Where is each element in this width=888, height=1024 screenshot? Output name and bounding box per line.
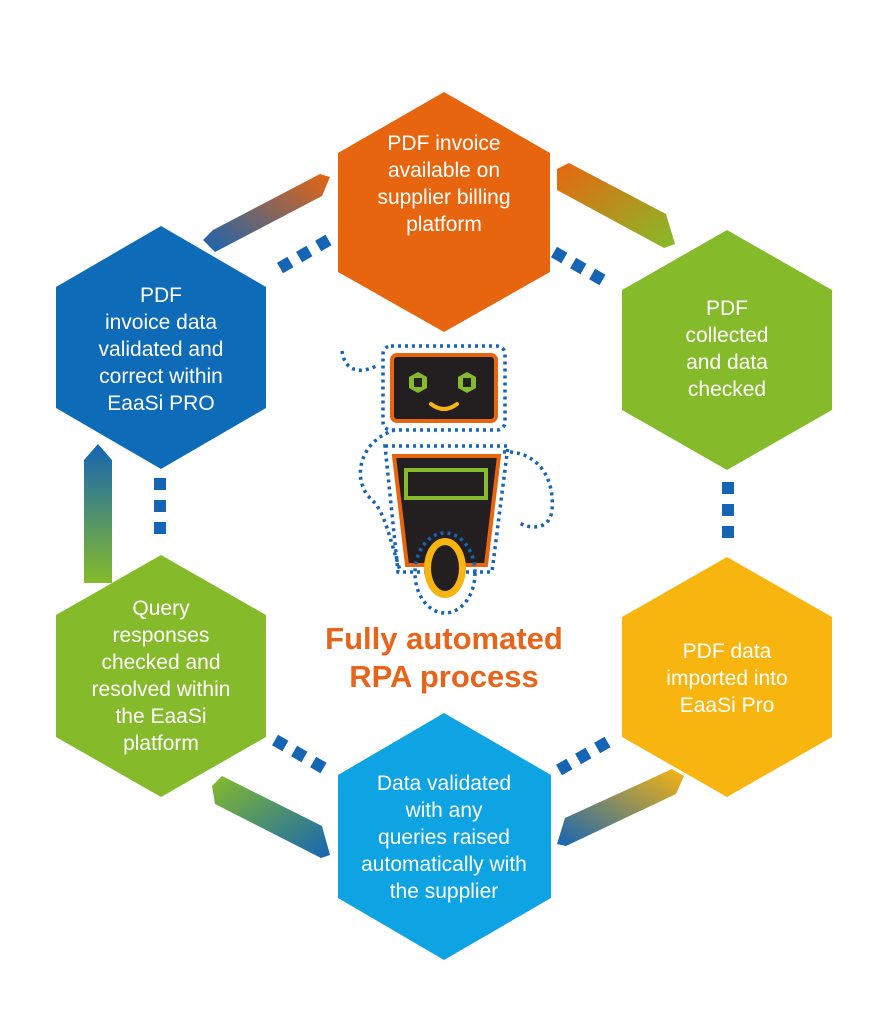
arrow-top-to-upper-right [557, 163, 675, 248]
step-hexagon-lower-left [56, 555, 266, 797]
diagram-title: Fully automated RPA process [325, 621, 563, 694]
robot-icon [340, 344, 554, 615]
dotted-connectors [154, 234, 734, 776]
step-hexagon-upper-right [622, 230, 832, 470]
step-hexagon-top [338, 92, 550, 332]
step-hexagon-bottom [338, 713, 551, 960]
arrow-upper-left-to-top [203, 174, 330, 252]
arrow-lower-left-to-upper-left [84, 444, 112, 583]
arrow-bottom-to-lower-left [212, 776, 330, 858]
step-hexagon-upper-left [56, 226, 266, 469]
arrow-lower-right-to-bottom [557, 769, 684, 846]
step-hexagon-lower-right [622, 557, 832, 797]
